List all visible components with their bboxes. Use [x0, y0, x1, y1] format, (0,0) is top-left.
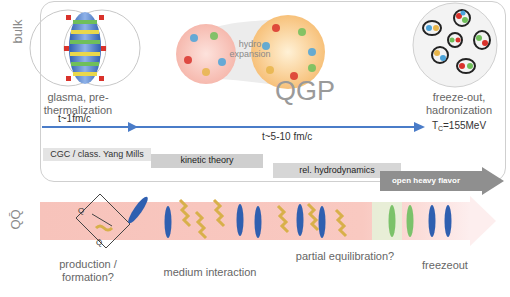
node-text: open heavy flavor — [390, 177, 462, 186]
panel-heading: bulk — [10, 12, 25, 52]
node-text: CGC / class. Yang Mills — [50, 150, 144, 160]
method-bar: kinetic theory — [151, 154, 263, 168]
annotation: partial equilibration? — [290, 250, 400, 263]
annotation: =155MeV — [443, 120, 505, 132]
method-bar: CGC / class. Yang Mills — [43, 148, 151, 161]
annotation: glasma, pre-thermalization — [28, 91, 128, 116]
annotation: Q — [78, 206, 90, 215]
annotation: freeze-out, hadronization — [410, 91, 508, 116]
annotation: freezeout — [405, 259, 485, 272]
node-text: hydro expansion — [225, 40, 275, 60]
node-text: rel. hydrodynamics — [299, 166, 375, 176]
annotation: t~1fm/c — [58, 113, 118, 125]
annotation: t~5-10 fm/c — [262, 131, 342, 143]
annotation: QGP — [270, 76, 340, 107]
flavor-arrow: open heavy flavor — [380, 167, 504, 195]
annotation: Q̂ — [96, 238, 108, 247]
node-text: kinetic theory — [180, 156, 233, 166]
annotation: production / formation? — [38, 258, 138, 283]
row-label: QQ̄ — [9, 199, 24, 239]
annotation: medium interaction — [150, 266, 270, 279]
